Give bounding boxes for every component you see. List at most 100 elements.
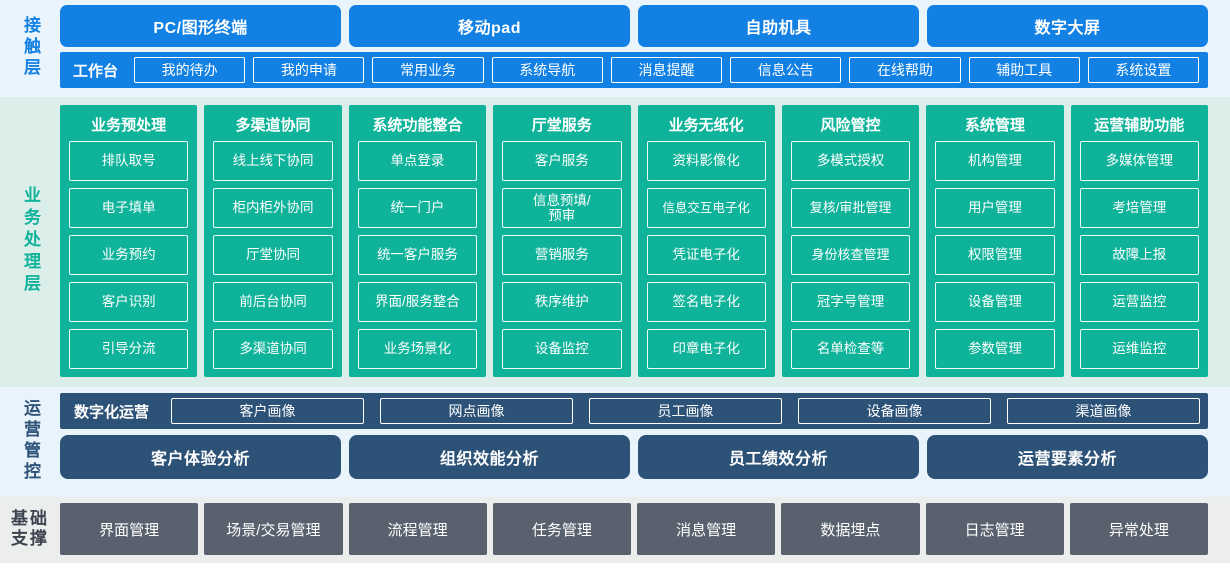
layer-business: 业务处理层 业务预处理 排队取号 电子填单 业务预约 客户识别 引导分流 多渠道… [0, 97, 1230, 387]
business-item[interactable]: 前后台协同 [213, 282, 333, 322]
layer-label-base-support: 基础 支撑 [0, 503, 60, 555]
business-item[interactable]: 营销服务 [502, 235, 622, 275]
business-column-title: 业务预处理 [91, 117, 167, 134]
business-item[interactable]: 业务预约 [69, 235, 189, 275]
analysis-employee-performance[interactable]: 员工绩效分析 [638, 435, 919, 479]
business-column-title: 多渠道协同 [235, 117, 311, 134]
business-item[interactable]: 参数管理 [935, 329, 1055, 369]
workbench-item-my-application[interactable]: 我的申请 [253, 57, 365, 83]
business-item-list: 线上线下协同 柜内柜外协同 厅堂协同 前后台协同 多渠道协同 [213, 141, 333, 369]
business-item-list: 单点登录 统一门户 统一客户服务 界面/服务整合 业务场景化 [357, 141, 478, 369]
workbench-item-utilities[interactable]: 辅助工具 [968, 57, 1080, 83]
business-item[interactable]: 考培管理 [1079, 188, 1199, 228]
business-item[interactable]: 设备管理 [935, 282, 1055, 322]
business-column-paperless: 业务无纸化 资料影像化 信息交互电子化 凭证电子化 签名电子化 印章电子化 [637, 105, 775, 377]
business-item[interactable]: 多媒体管理 [1079, 141, 1199, 181]
business-item[interactable]: 排队取号 [69, 141, 189, 181]
layer-operation: 运营管控 数字化运营 客户画像 网点画像 员工画像 设备画像 渠道画像 客户体验… [0, 387, 1230, 497]
business-item[interactable]: 资料影像化 [646, 141, 766, 181]
business-item[interactable]: 用户管理 [935, 188, 1055, 228]
business-item[interactable]: 复核/审批管理 [790, 188, 911, 228]
business-column-title: 运营辅助功能 [1094, 117, 1185, 134]
channel-self-service[interactable]: 自助机具 [638, 5, 919, 47]
base-item-data-tracking[interactable]: 数据埋点 [781, 503, 920, 555]
business-item[interactable]: 名单检查等 [790, 329, 911, 369]
workbench-item-message-reminder[interactable]: 消息提醒 [610, 57, 723, 83]
business-item[interactable]: 统一门户 [357, 188, 478, 228]
business-item-list: 排队取号 电子填单 业务预约 客户识别 引导分流 [69, 141, 189, 369]
analysis-operation-factors[interactable]: 运营要素分析 [927, 435, 1208, 479]
business-item[interactable]: 电子填单 [69, 188, 189, 228]
portrait-employee[interactable]: 员工画像 [589, 398, 783, 424]
business-item[interactable]: 线上线下协同 [213, 141, 333, 181]
business-item[interactable]: 厅堂协同 [213, 235, 333, 275]
portrait-channel[interactable]: 渠道画像 [1007, 398, 1201, 424]
layer-label-operation: 运营管控 [0, 393, 60, 489]
business-item[interactable]: 印章电子化 [646, 329, 766, 369]
business-item[interactable]: 单点登录 [357, 141, 478, 181]
business-item[interactable]: 机构管理 [935, 141, 1055, 181]
business-item[interactable]: 引导分流 [69, 329, 189, 369]
channel-row: PC/图形终端 移动pad 自助机具 数字大屏 [60, 5, 1208, 47]
business-item[interactable]: 信息交互电子化 [646, 188, 766, 228]
business-item[interactable]: 权限管理 [935, 235, 1055, 275]
business-item[interactable]: 信息预填/ 预审 [502, 188, 622, 228]
business-column-system-management: 系统管理 机构管理 用户管理 权限管理 设备管理 参数管理 [926, 105, 1064, 377]
layer-operation-body: 数字化运营 客户画像 网点画像 员工画像 设备画像 渠道画像 客户体验分析 组织… [60, 393, 1230, 489]
business-item[interactable]: 业务场景化 [357, 329, 478, 369]
business-item[interactable]: 签名电子化 [646, 282, 766, 322]
workbench-item-my-todo[interactable]: 我的待办 [134, 57, 246, 83]
digital-operation-row: 数字化运营 客户画像 网点画像 员工画像 设备画像 渠道画像 [60, 393, 1208, 429]
business-column-preprocess: 业务预处理 排队取号 电子填单 业务预约 客户识别 引导分流 [60, 105, 198, 377]
business-item[interactable]: 设备监控 [502, 329, 622, 369]
base-item-exception-handling[interactable]: 异常处理 [1069, 503, 1208, 555]
workbench-item-announcement[interactable]: 信息公告 [730, 57, 842, 83]
business-column-title: 厅堂服务 [531, 117, 592, 134]
base-item-scenario-transaction-management[interactable]: 场景/交易管理 [204, 503, 343, 555]
channel-digital-screen[interactable]: 数字大屏 [927, 5, 1208, 47]
business-item-list: 多模式授权 复核/审批管理 身份核查管理 冠字号管理 名单检查等 [790, 141, 911, 369]
layer-label-base-line1: 基础 [11, 508, 49, 528]
business-column-lobby-service: 厅堂服务 客户服务 信息预填/ 预审 营销服务 秩序维护 设备监控 [493, 105, 631, 377]
base-item-message-management[interactable]: 消息管理 [637, 503, 776, 555]
layer-label-operation-text: 运营管控 [21, 399, 41, 483]
business-item[interactable]: 界面/服务整合 [357, 282, 478, 322]
workbench-item-system-navigation[interactable]: 系统导航 [491, 57, 603, 83]
business-item[interactable]: 冠字号管理 [790, 282, 911, 322]
business-item[interactable]: 身份核查管理 [790, 235, 911, 275]
workbench-row: 工作台 我的待办 我的申请 常用业务 系统导航 消息提醒 信息公告 在线帮助 辅… [60, 52, 1208, 88]
channel-mobile-pad[interactable]: 移动pad [349, 5, 630, 47]
business-item[interactable]: 秩序维护 [502, 282, 622, 322]
analysis-organization-efficiency[interactable]: 组织效能分析 [349, 435, 630, 479]
base-item-ui-management[interactable]: 界面管理 [60, 503, 199, 555]
business-item-list: 资料影像化 信息交互电子化 凭证电子化 签名电子化 印章电子化 [646, 141, 766, 369]
base-item-process-management[interactable]: 流程管理 [348, 503, 487, 555]
channel-pc[interactable]: PC/图形终端 [60, 5, 341, 47]
portrait-customer[interactable]: 客户画像 [171, 398, 365, 424]
base-item-task-management[interactable]: 任务管理 [492, 503, 631, 555]
business-item[interactable]: 柜内柜外协同 [213, 188, 333, 228]
business-item[interactable]: 多模式授权 [790, 141, 911, 181]
business-item[interactable]: 多渠道协同 [213, 329, 333, 369]
business-item[interactable]: 故障上报 [1079, 235, 1199, 275]
business-item[interactable]: 客户服务 [502, 141, 622, 181]
layer-label-business-text: 业务处理层 [21, 186, 41, 296]
business-item[interactable]: 运营监控 [1079, 282, 1199, 322]
workbench-item-common-business[interactable]: 常用业务 [372, 57, 484, 83]
workbench-item-system-settings[interactable]: 系统设置 [1087, 57, 1199, 83]
business-item[interactable]: 运维监控 [1079, 329, 1199, 369]
workbench-item-online-help[interactable]: 在线帮助 [849, 57, 961, 83]
portrait-device[interactable]: 设备画像 [798, 398, 992, 424]
business-column-risk-control: 风险管控 多模式授权 复核/审批管理 身份核查管理 冠字号管理 名单检查等 [781, 105, 920, 377]
layer-business-body: 业务预处理 排队取号 电子填单 业务预约 客户识别 引导分流 多渠道协同 线上线… [60, 105, 1230, 377]
business-item[interactable]: 凭证电子化 [646, 235, 766, 275]
business-column-system-integration: 系统功能整合 单点登录 统一门户 统一客户服务 界面/服务整合 业务场景化 [348, 105, 487, 377]
portrait-branch[interactable]: 网点画像 [380, 398, 574, 424]
layer-label-contact: 接触层 [0, 5, 60, 89]
business-column-title: 系统管理 [964, 117, 1025, 134]
business-item[interactable]: 客户识别 [69, 282, 189, 322]
business-item[interactable]: 统一客户服务 [357, 235, 478, 275]
analysis-customer-experience[interactable]: 客户体验分析 [60, 435, 341, 479]
business-item-list: 机构管理 用户管理 权限管理 设备管理 参数管理 [935, 141, 1055, 369]
base-item-log-management[interactable]: 日志管理 [925, 503, 1064, 555]
